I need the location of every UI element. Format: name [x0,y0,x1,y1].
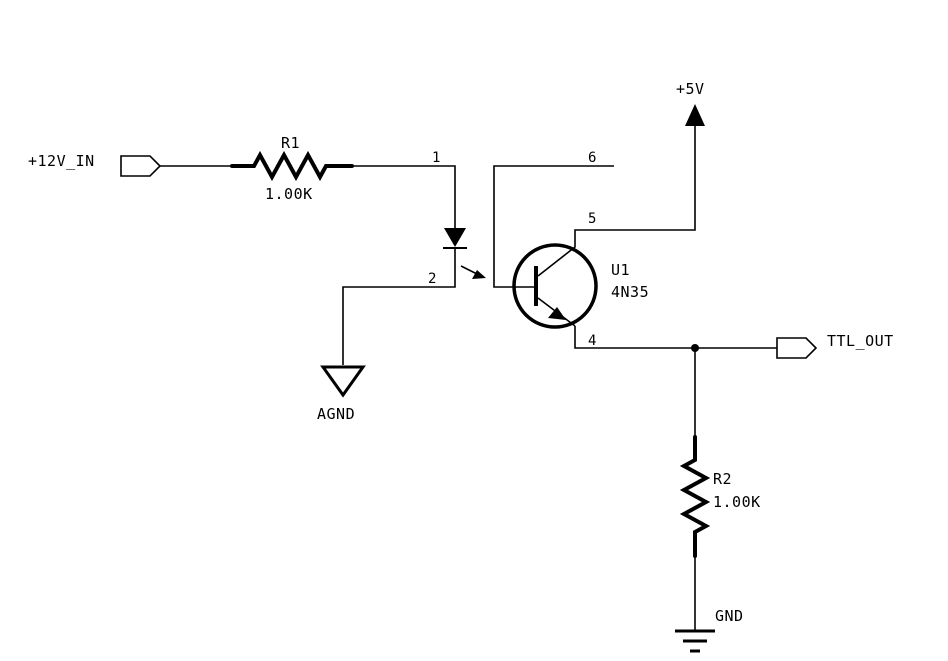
r1-value-label: 1.00K [265,185,313,203]
r2-value-label: 1.00K [713,493,761,511]
resistor-r2 [679,435,711,558]
r1-ref-label: R1 [281,134,300,152]
led-diode-symbol [444,228,466,247]
output-port-symbol [776,337,818,359]
supply-net-label: +5V [676,80,705,98]
r2-ref-label: R2 [713,470,732,488]
pin-2-label: 2 [428,271,436,287]
supply-arrow-symbol [685,104,705,126]
wire-collector-5v [537,126,696,277]
pin-5-label: 5 [588,211,596,227]
output-net-label: TTL_OUT [827,332,894,350]
light-ray-arrowhead [472,270,486,279]
u1-part-label: 4N35 [611,283,649,301]
light-ray-line [460,265,478,275]
wire-r1-pin1 [352,165,456,228]
resistor-r1 [230,150,354,182]
input-port-symbol [120,155,162,177]
wire-pin6-base [493,165,614,288]
wire-pin2-agnd [342,248,456,365]
agnd-label: AGND [317,405,355,423]
input-net-label: +12V_IN [28,152,95,170]
emitter-arrowhead [548,307,566,320]
gnd-label: GND [715,607,744,625]
wire-emitter-out [574,326,695,349]
pin-4-label: 4 [588,333,596,349]
pin-1-label: 1 [432,150,440,166]
agnd-symbol [320,365,366,398]
phototransistor-body [512,243,598,329]
pin-6-label: 6 [588,150,596,166]
u1-ref-label: U1 [611,261,630,279]
